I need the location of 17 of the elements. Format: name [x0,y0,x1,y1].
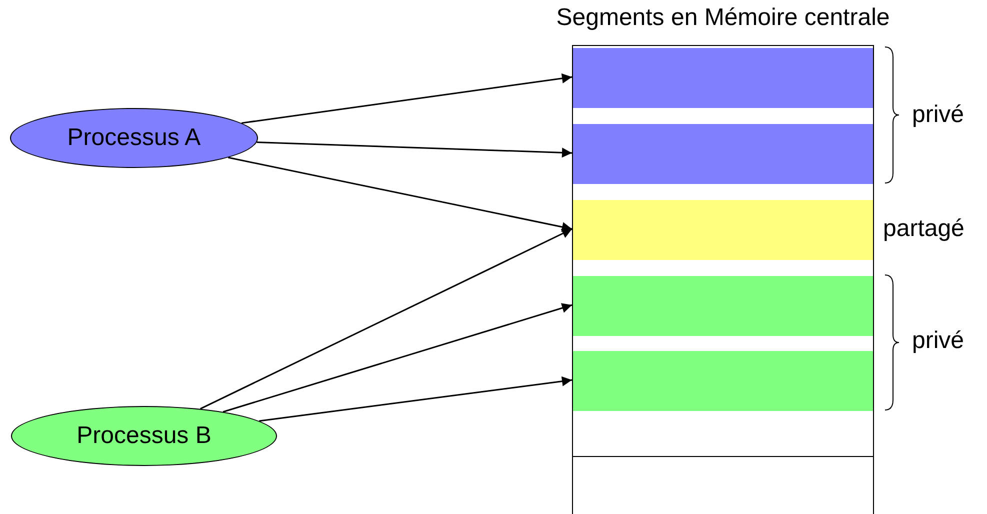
arrow [241,73,572,124]
memory-title: Segments en Mémoire centrale [555,4,891,32]
memory-segment [573,200,873,260]
memory-segment [573,276,873,336]
memory-segment [573,124,873,184]
segment-label: partagé [883,215,964,243]
segment-label: privé [912,327,964,355]
memory-segment [573,351,873,411]
arrow [200,228,572,410]
arrow [228,156,572,232]
arrow [222,303,572,413]
process-ellipse: Processus B [11,406,277,466]
arrow [259,376,572,422]
process-ellipse: Processus A [10,108,258,168]
arrow [256,141,572,158]
memory-segment [573,48,873,108]
segment-label: privé [912,101,964,129]
